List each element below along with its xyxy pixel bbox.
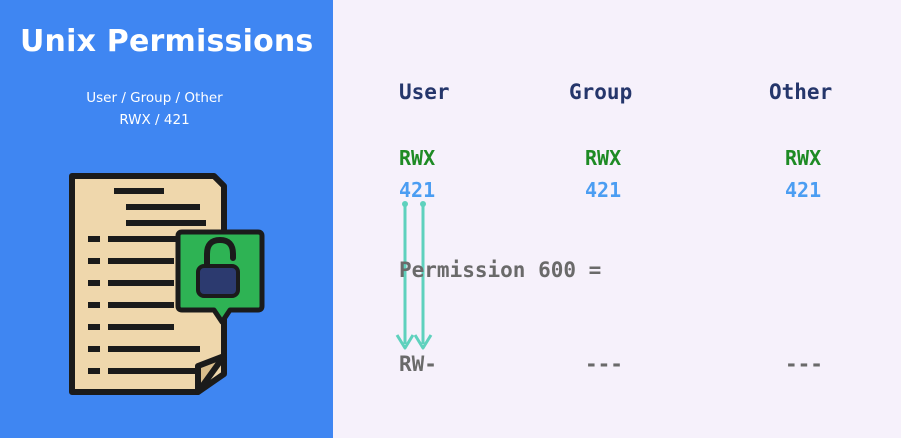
user-letters: RWX	[399, 146, 436, 170]
column-header-user: User	[399, 80, 450, 104]
permission-label: Permission 600 =	[399, 258, 602, 282]
unlocked-padlock-icon	[175, 229, 265, 325]
right-panel	[333, 0, 901, 438]
column-header-other: Other	[769, 80, 833, 104]
group-digits: 421	[585, 178, 622, 202]
other-letters: RWX	[785, 146, 822, 170]
slide-title: Unix Permissions	[20, 24, 314, 59]
group-letters: RWX	[585, 146, 622, 170]
document-icon	[69, 173, 265, 395]
column-header-group: Group	[569, 80, 633, 104]
other-digits: 421	[785, 178, 822, 202]
down-arrows-icon	[395, 201, 433, 350]
other-result: ---	[785, 352, 823, 376]
group-result: ---	[585, 352, 623, 376]
subtitle-line-2: RWX / 421	[119, 112, 190, 128]
user-result: RW-	[399, 352, 437, 376]
user-digits: 421	[399, 178, 436, 202]
subtitle-line-1: User / Group / Other	[86, 90, 223, 106]
left-panel: Unix Permissions User / Group / Other RW…	[0, 0, 333, 438]
